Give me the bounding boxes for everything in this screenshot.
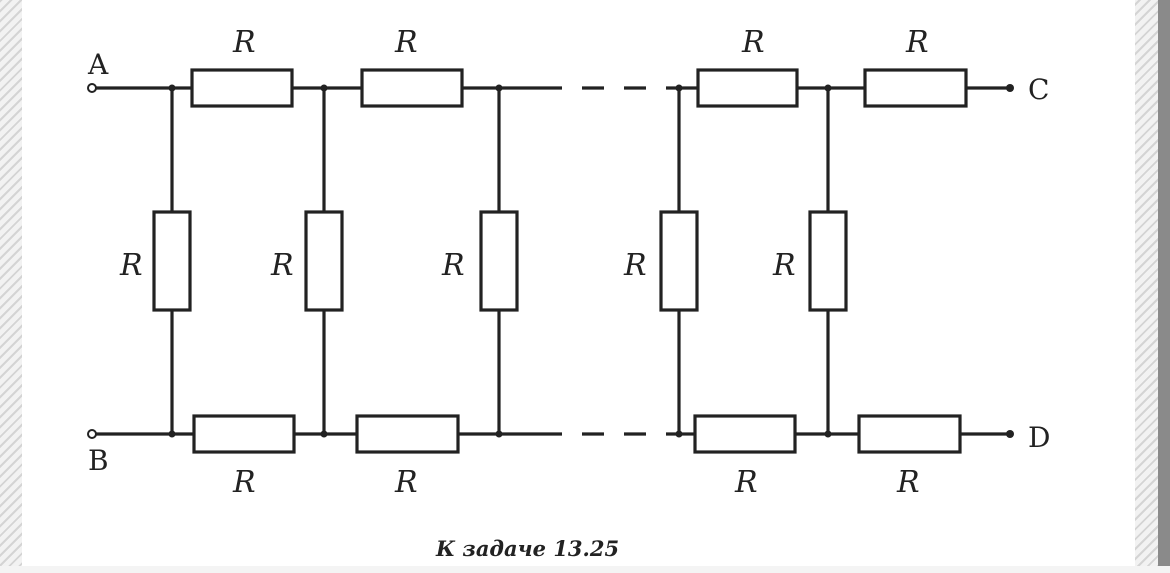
resistor-label: R (896, 465, 920, 500)
resistor-vertical-5 (808, 210, 848, 312)
resistor-label: R (441, 248, 465, 283)
figure-caption: К задаче 13.25 (435, 536, 619, 561)
resistor-label: R (119, 248, 143, 283)
resistor-label: R (394, 465, 418, 500)
resistor-top-4 (863, 68, 968, 108)
resistor-bottom-2 (355, 414, 460, 454)
resistor-label: R (232, 465, 256, 500)
terminal-b-node (87, 429, 97, 439)
resistor-top-3 (696, 68, 799, 108)
terminal-b-label: B (88, 444, 109, 477)
resistor-label: R (232, 25, 256, 60)
resistor-top-2 (360, 68, 464, 108)
resistor-label: R (772, 248, 796, 283)
page-bottom-edge (0, 566, 1170, 573)
resistor-label: R (734, 465, 758, 500)
resistor-label: R (270, 248, 294, 283)
resistor-bottom-1 (192, 414, 296, 454)
resistor-bottom-3 (693, 414, 797, 454)
resistor-vertical-2 (304, 210, 344, 312)
resistor-vertical-3 (479, 210, 519, 312)
terminal-c-label: C (1028, 73, 1049, 106)
resistor-label: R (741, 25, 765, 60)
resistor-label: R (394, 25, 418, 60)
resistor-vertical-1 (152, 210, 192, 312)
junction-dots (168, 84, 1014, 438)
terminal-a-node (87, 83, 97, 93)
resistor-label: R (623, 248, 647, 283)
terminal-a-label: A (87, 48, 109, 81)
vertical-wires (170, 88, 830, 434)
resistor-label: R (905, 25, 929, 60)
page-edge (1158, 0, 1170, 573)
resistor-bottom-4 (857, 414, 962, 454)
resistor-vertical-4 (659, 210, 699, 312)
resistor-top-1 (190, 68, 294, 108)
terminal-d-label: D (1028, 421, 1050, 454)
